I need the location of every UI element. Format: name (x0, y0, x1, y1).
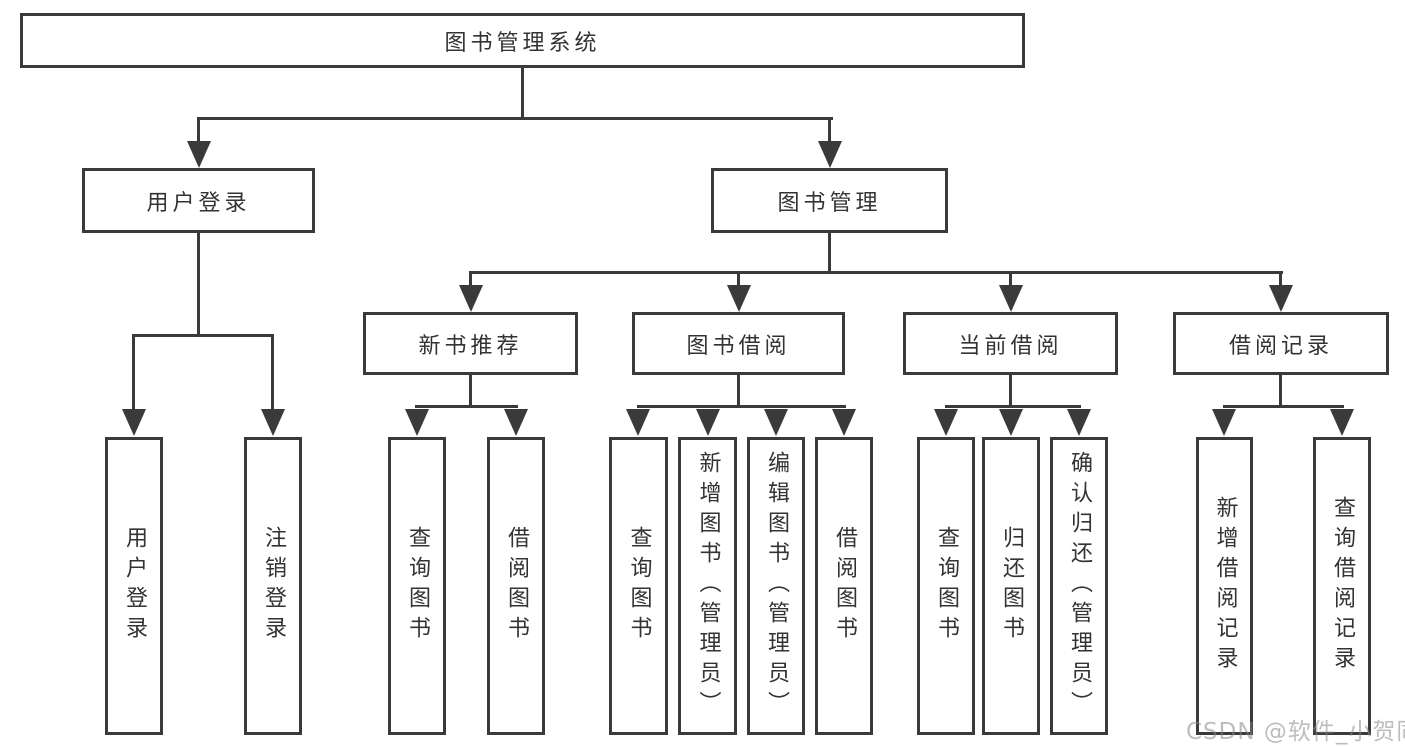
node-label: 查询图书 (405, 526, 430, 646)
node-book-borrowing: 图书借阅 (632, 312, 845, 375)
leaf-return-books: 归还图书 (982, 437, 1040, 735)
node-label: 查询图书 (626, 526, 652, 646)
connector-line (1009, 271, 1012, 287)
leaf-logout: 注销登录 (244, 437, 302, 735)
node-label: 用户登录 (122, 526, 147, 646)
connector-line (945, 405, 1081, 408)
connector-line (132, 334, 274, 337)
connector-line (469, 271, 1283, 274)
watermark: CSDN @软件_小贺同学 (1186, 719, 1405, 745)
arrow-down-icon (1330, 409, 1354, 436)
connector-line (828, 117, 831, 143)
arrow-down-icon (934, 409, 958, 436)
connector-line (415, 405, 518, 408)
arrow-down-icon (818, 141, 842, 168)
arrow-down-icon (727, 285, 751, 312)
leaf-query-books-recommend: 查询图书 (388, 437, 446, 735)
leaf-query-books-borrowing: 查询图书 (609, 437, 668, 735)
connector-line (1223, 405, 1344, 408)
node-label: 编辑图书（管理员） (764, 451, 789, 721)
connector-line (197, 117, 833, 120)
arrow-down-icon (504, 409, 528, 436)
node-label: 用户登录 (146, 190, 251, 216)
connector-line (1279, 271, 1282, 287)
connector-line (637, 405, 846, 408)
leaf-add-books-admin: 新增图书（管理员） (678, 437, 737, 735)
node-label: 查询图书 (934, 526, 959, 646)
arrow-down-icon (122, 409, 146, 436)
leaf-add-borrow-record: 新增借阅记录 (1196, 437, 1253, 735)
connector-line (271, 334, 274, 410)
node-book-management: 图书管理 (711, 168, 948, 233)
node-label: 当前借阅 (958, 333, 1063, 359)
node-label: 注销登录 (261, 526, 286, 646)
connector-line (521, 68, 524, 118)
arrow-down-icon (1212, 409, 1236, 436)
connector-line (737, 271, 740, 287)
arrow-down-icon (261, 409, 285, 436)
arrow-down-icon (999, 285, 1023, 312)
arrow-down-icon (187, 141, 211, 168)
connector-line (197, 117, 200, 143)
arrow-down-icon (999, 409, 1023, 436)
arrow-down-icon (764, 409, 788, 436)
leaf-user-login: 用户登录 (105, 437, 163, 735)
leaf-edit-books-admin: 编辑图书（管理员） (747, 437, 805, 735)
connector-line (828, 233, 831, 274)
arrow-down-icon (626, 409, 650, 436)
leaf-query-borrow-record: 查询借阅记录 (1313, 437, 1371, 735)
node-label: 借阅图书 (832, 526, 857, 646)
node-borrowing-records: 借阅记录 (1173, 312, 1389, 375)
connector-line (1009, 375, 1012, 408)
connector-line (1279, 375, 1282, 408)
leaf-query-books-current: 查询图书 (917, 437, 975, 735)
connector-line (132, 334, 135, 410)
node-label: 归还图书 (999, 526, 1024, 646)
node-label: 新书推荐 (418, 333, 523, 359)
connector-line (737, 375, 740, 408)
connector-line (469, 271, 472, 287)
leaf-borrow-books-recommend: 借阅图书 (487, 437, 545, 735)
node-label: 图书管理系统 (444, 30, 601, 56)
arrow-down-icon (405, 409, 429, 436)
node-label: 新增图书（管理员） (695, 451, 721, 721)
node-label: 借阅图书 (504, 526, 529, 646)
leaf-borrow-books-borrowing: 借阅图书 (815, 437, 873, 735)
connector-line (469, 375, 472, 408)
arrow-down-icon (696, 409, 720, 436)
node-library-system-root: 图书管理系统 (20, 13, 1025, 68)
node-label: 借阅记录 (1228, 333, 1333, 359)
connector-line (197, 233, 200, 336)
node-label: 图书管理 (777, 190, 882, 216)
node-label: 新增借阅记录 (1212, 496, 1238, 676)
node-label: 查询借阅记录 (1330, 496, 1355, 676)
arrow-down-icon (832, 409, 856, 436)
node-current-borrowing: 当前借阅 (903, 312, 1118, 375)
arrow-down-icon (1067, 409, 1091, 436)
arrow-down-icon (1269, 285, 1293, 312)
node-label: 图书借阅 (686, 333, 791, 359)
node-user-login: 用户登录 (82, 168, 315, 233)
arrow-down-icon (459, 285, 483, 312)
leaf-confirm-return-admin: 确认归还（管理员） (1050, 437, 1108, 735)
node-label: 确认归还（管理员） (1067, 451, 1092, 721)
node-new-book-recommendation: 新书推荐 (363, 312, 578, 375)
